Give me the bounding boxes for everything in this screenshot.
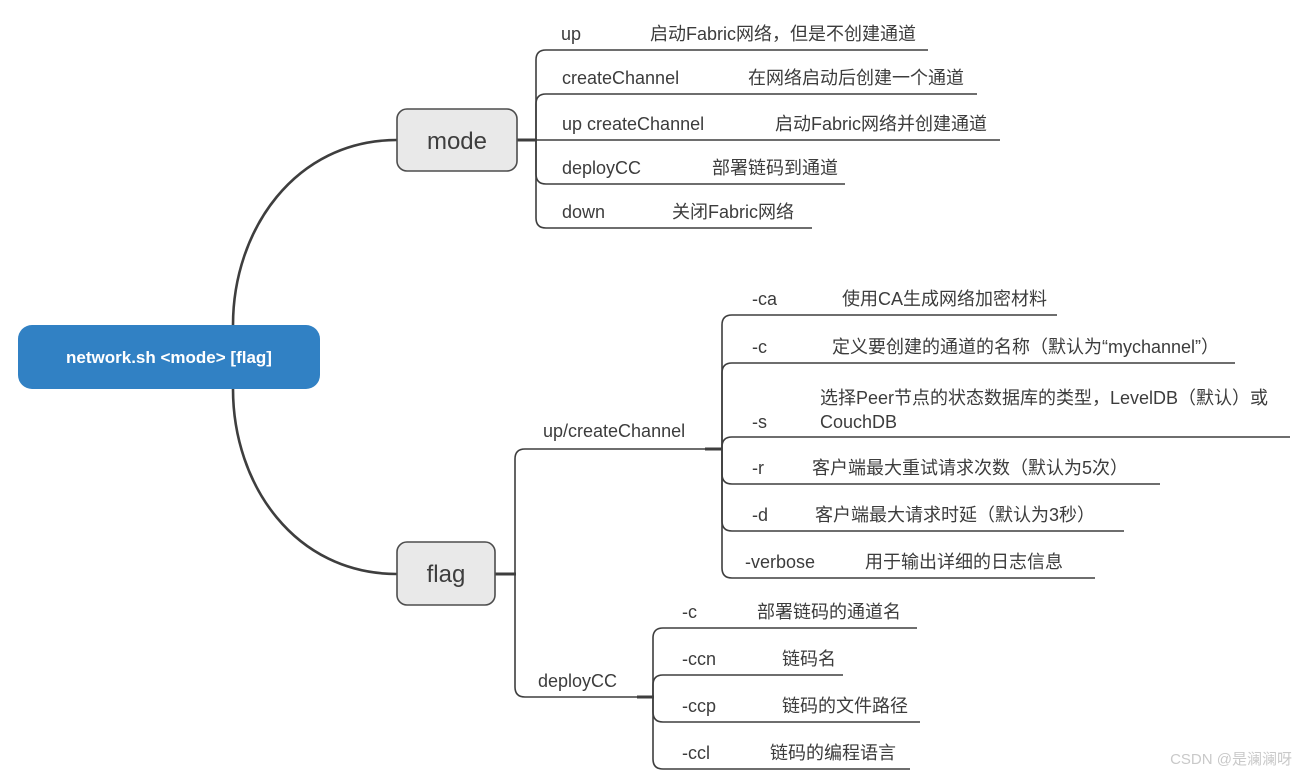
leaf-underline bbox=[721, 449, 1095, 579]
leaf-desc: 部署链码到通道 bbox=[712, 158, 838, 178]
leaf-label: up bbox=[561, 24, 581, 44]
group-node-deploycc[interactable]: deployCC bbox=[514, 574, 653, 698]
branch-node-flag[interactable]: flag bbox=[396, 541, 496, 606]
leaf-label: -c bbox=[682, 602, 697, 622]
leaf-underline bbox=[721, 362, 1235, 449]
leaf-desc: 客户端最大重试请求次数（默认为5次） bbox=[812, 458, 1128, 478]
leaf-label: -ccn bbox=[682, 649, 716, 669]
leaf-desc: 客户端最大请求时延（默认为3秒） bbox=[815, 505, 1095, 525]
leaf-underline bbox=[652, 627, 917, 697]
leaf-label: -ccl bbox=[682, 743, 710, 763]
leaf-node-createchannel[interactable]: createChannel 在网络启动后创建一个通道 bbox=[535, 68, 977, 140]
leaf-desc: 启动Fabric网络，但是不创建通道 bbox=[650, 24, 916, 44]
mode-node-label: mode bbox=[427, 128, 487, 155]
leaf-label: -s bbox=[752, 412, 767, 432]
leaf-underline bbox=[721, 436, 1290, 449]
group-underline bbox=[514, 448, 722, 574]
leaf-desc: 关闭Fabric网络 bbox=[672, 202, 794, 222]
flag-node-label: flag bbox=[427, 561, 466, 588]
leaf-label: createChannel bbox=[562, 68, 679, 88]
csdn-watermark: CSDN @是澜澜呀 bbox=[1170, 751, 1292, 768]
leaf-desc: 在网络启动后创建一个通道 bbox=[748, 68, 964, 88]
leaf-desc: 链码的文件路径 bbox=[782, 696, 908, 716]
leaf-node-ccl[interactable]: -ccl 链码的编程语言 bbox=[652, 697, 910, 770]
leaf-desc-line1: 选择Peer节点的状态数据库的类型，LevelDB（默认）或 bbox=[820, 388, 1268, 408]
mode-node-box bbox=[396, 108, 518, 172]
leaf-underline bbox=[535, 93, 977, 140]
leaf-node-c-flag[interactable]: -c 定义要创建的通道的名称（默认为“mychannel”） bbox=[721, 337, 1235, 449]
leaf-label: -r bbox=[752, 458, 764, 478]
leaf-desc: 定义要创建的通道的名称（默认为“mychannel”） bbox=[832, 337, 1219, 357]
leaf-desc: 用于输出详细的日志信息 bbox=[865, 552, 1063, 572]
leaf-node-ccp[interactable]: -ccp 链码的文件路径 bbox=[652, 696, 920, 723]
leaf-underline bbox=[721, 314, 1057, 449]
edge-root-to-flag bbox=[231, 388, 398, 576]
leaf-label: -ccp bbox=[682, 696, 716, 716]
leaf-node-up[interactable]: up 启动Fabric网络，但是不创建通道 bbox=[535, 24, 928, 140]
edge-root-to-mode bbox=[231, 138, 398, 326]
leaf-label: down bbox=[562, 202, 605, 222]
root-node[interactable]: network.sh <mode> [flag] bbox=[18, 325, 320, 389]
leaf-node-up-createchannel[interactable]: up createChannel 启动Fabric网络并创建通道 bbox=[536, 114, 1000, 141]
leaf-desc: 使用CA生成网络加密材料 bbox=[842, 289, 1047, 309]
leaf-node-r-flag[interactable]: -r 客户端最大重试请求次数（默认为5次） bbox=[721, 449, 1160, 485]
leaf-underline bbox=[535, 140, 812, 229]
leaf-node-verbose-flag[interactable]: -verbose 用于输出详细的日志信息 bbox=[721, 449, 1095, 579]
flag-node-box bbox=[396, 541, 496, 606]
leaf-desc-line2: CouchDB bbox=[820, 412, 897, 432]
leaf-node-deploycc-mode[interactable]: deployCC 部署链码到通道 bbox=[535, 140, 845, 185]
leaf-underline bbox=[535, 49, 928, 140]
leaf-label: -ca bbox=[752, 289, 778, 309]
leaf-node-c-deploycc[interactable]: -c 部署链码的通道名 bbox=[652, 602, 917, 697]
leaf-underline bbox=[652, 697, 910, 770]
leaf-label: -verbose bbox=[745, 552, 815, 572]
root-node-box bbox=[18, 325, 320, 389]
leaf-node-ca[interactable]: -ca 使用CA生成网络加密材料 bbox=[721, 289, 1057, 449]
branch-node-mode[interactable]: mode bbox=[396, 108, 518, 172]
leaf-node-s-flag[interactable]: -s 选择Peer节点的状态数据库的类型，LevelDB（默认）或 CouchD… bbox=[721, 388, 1290, 449]
leaf-desc: 链码的编程语言 bbox=[770, 743, 896, 763]
leaf-desc: 部署链码的通道名 bbox=[757, 602, 901, 622]
leaf-desc: 链码名 bbox=[782, 649, 836, 669]
leaf-node-ccn[interactable]: -ccn 链码名 bbox=[652, 649, 843, 697]
leaf-label: up createChannel bbox=[562, 114, 704, 134]
group-node-up-createchannel[interactable]: up/createChannel bbox=[514, 421, 722, 574]
leaf-label: -d bbox=[752, 505, 768, 525]
leaf-label: -c bbox=[752, 337, 767, 357]
group-label: deployCC bbox=[538, 671, 617, 691]
root-node-label: network.sh <mode> [flag] bbox=[66, 348, 272, 367]
leaf-underline bbox=[652, 674, 843, 697]
group-underline bbox=[514, 574, 653, 698]
group-label: up/createChannel bbox=[543, 421, 685, 441]
leaf-label: deployCC bbox=[562, 158, 641, 178]
leaf-desc: 启动Fabric网络并创建通道 bbox=[775, 114, 987, 134]
leaf-node-down[interactable]: down 关闭Fabric网络 bbox=[535, 140, 812, 229]
